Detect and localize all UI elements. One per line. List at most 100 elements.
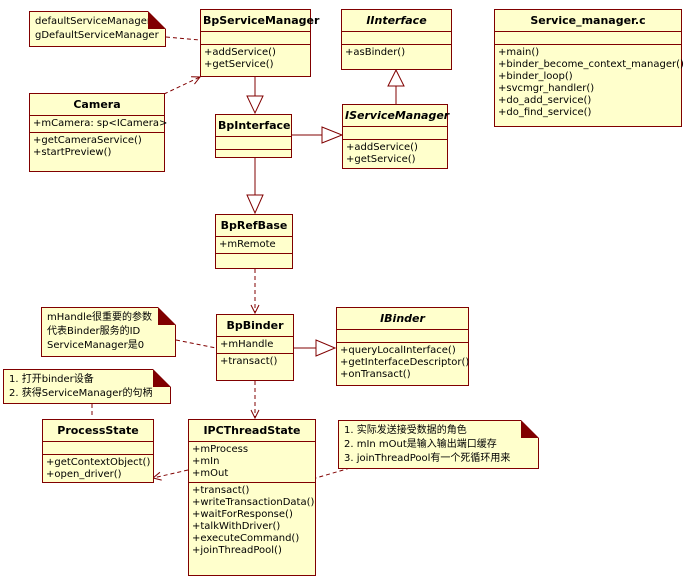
attributes-section bbox=[343, 127, 447, 140]
attribute: +mOut bbox=[192, 468, 229, 479]
class-bpbinder[interactable]: BpBinder +mHandle +transact() bbox=[216, 314, 294, 381]
attributes-section: +mHandle bbox=[217, 337, 293, 354]
note-line: 1. 实际发送接受数据的角色 bbox=[344, 425, 467, 436]
class-name: BpRefBase bbox=[216, 215, 292, 237]
method: +executeCommand() bbox=[192, 533, 300, 544]
class-name: IBinder bbox=[337, 308, 468, 330]
generalization-head-iservicemanager bbox=[321, 126, 344, 144]
note-line: defaultServiceManager bbox=[35, 16, 151, 27]
methods-section: +transact() +writeTransactionData() +wai… bbox=[189, 483, 315, 559]
method: +onTransact() bbox=[340, 369, 411, 380]
attributes-section: +mProcess +mIn +mOut bbox=[189, 442, 315, 483]
method: +asBinder() bbox=[345, 47, 406, 58]
method: +transact() bbox=[192, 485, 250, 496]
attributes-section bbox=[216, 137, 291, 150]
attribute: +mCamera: sp<ICamera> bbox=[33, 118, 168, 129]
methods-section: +queryLocalInterface() +getInterfaceDesc… bbox=[337, 343, 470, 383]
class-name: BpBinder bbox=[217, 315, 293, 337]
generalization-head-iinterface bbox=[387, 68, 405, 87]
attribute: +mIn bbox=[192, 456, 220, 467]
method: +do_add_service() bbox=[498, 95, 592, 106]
ipcthreadstate-to-processstate-link bbox=[153, 469, 189, 478]
class-iinterface[interactable]: IInterface +asBinder() bbox=[341, 9, 452, 70]
methods-section bbox=[216, 150, 291, 162]
method: +getService() bbox=[204, 59, 274, 70]
method: +binder_loop() bbox=[498, 71, 573, 82]
method: +writeTransactionData() bbox=[192, 497, 315, 508]
note-ipc: 1. 实际发送接受数据的角色 2. mIn mOut是输入输出端口缓存 3. j… bbox=[338, 420, 539, 469]
class-name: BpInterface bbox=[216, 115, 291, 137]
class-name: IServiceManager bbox=[343, 105, 449, 127]
method: +svcmgr_handler() bbox=[498, 83, 595, 94]
methods-section: +getCameraService() +startPreview() bbox=[30, 133, 164, 161]
class-iservicemanager[interactable]: IServiceManager +addService() +getServic… bbox=[342, 104, 449, 169]
note-line: 2. 获得ServiceManager的句柄 bbox=[9, 388, 153, 399]
generalization-head-bprefbase bbox=[246, 194, 264, 215]
methods-section: +main() +binder_become_context_manager()… bbox=[495, 45, 684, 121]
method: +joinThreadPool() bbox=[192, 545, 282, 556]
attributes-section bbox=[201, 32, 310, 45]
method: +startPreview() bbox=[33, 147, 112, 158]
class-processstate[interactable]: ProcessState +getContextObject() +open_d… bbox=[42, 419, 154, 483]
method: +waitForResponse() bbox=[192, 509, 293, 520]
method: +getInterfaceDescriptor() bbox=[340, 357, 470, 368]
note-line: 代表Binder服务的ID bbox=[47, 326, 141, 337]
note-link-default-service-manager bbox=[165, 36, 201, 41]
methods-section: +addService() +getService() bbox=[201, 45, 310, 73]
method: +getCameraService() bbox=[33, 135, 142, 146]
class-bpservicemanager[interactable]: BpServiceManager +addService() +getServi… bbox=[200, 9, 319, 77]
methods-section bbox=[216, 254, 292, 266]
method: +main() bbox=[498, 47, 540, 58]
class-ipcthreadstate[interactable]: IPCThreadState +mProcess +mIn +mOut +tra… bbox=[188, 419, 316, 576]
methods-section: +asBinder() bbox=[342, 45, 451, 61]
attributes-section bbox=[342, 32, 451, 45]
methods-section: +transact() bbox=[217, 354, 293, 370]
methods-section: +addService() +getService() bbox=[343, 140, 447, 168]
note-link-ipc bbox=[315, 467, 351, 479]
method: +getService() bbox=[346, 154, 416, 165]
attributes-section bbox=[43, 442, 153, 455]
class-name: BpServiceManager bbox=[201, 10, 319, 32]
class-name: IPCThreadState bbox=[189, 420, 315, 442]
class-name: Camera bbox=[30, 94, 164, 116]
attributes-section bbox=[337, 330, 468, 343]
attribute: +mRemote bbox=[219, 239, 276, 250]
generalization-head-ibinder bbox=[315, 339, 337, 357]
method: +addService() bbox=[204, 47, 276, 58]
note-link-mhandle bbox=[175, 339, 217, 349]
note-line: 3. joinThreadPool有一个死循环用来 bbox=[344, 453, 511, 464]
note-line: mHandle很重要的参数 bbox=[47, 312, 153, 323]
attribute: +mProcess bbox=[192, 444, 249, 455]
method: +binder_become_context_manager() bbox=[498, 59, 684, 70]
note-default-service-manager: defaultServiceManager gDefaultServiceMan… bbox=[29, 11, 166, 47]
methods-section: +getContextObject() +open_driver() bbox=[43, 455, 153, 483]
camera-to-bpservicemanager-link bbox=[163, 77, 200, 95]
method: +getContextObject() bbox=[46, 457, 151, 468]
attribute: +mHandle bbox=[220, 339, 274, 350]
method: +do_find_service() bbox=[498, 107, 592, 118]
note-line: 2. mIn mOut是输入输出端口缓存 bbox=[344, 439, 497, 450]
note-process-state: 1. 打开binder设备 2. 获得ServiceManager的句柄 bbox=[3, 369, 171, 404]
note-mhandle: mHandle很重要的参数 代表Binder服务的ID ServiceManag… bbox=[41, 307, 176, 357]
class-service-manager-c[interactable]: Service_manager.c +main() +binder_become… bbox=[494, 9, 684, 127]
method: +open_driver() bbox=[46, 469, 122, 480]
class-camera[interactable]: Camera +mCamera: sp<ICamera> +getCameraS… bbox=[29, 93, 168, 172]
method: +queryLocalInterface() bbox=[340, 345, 456, 356]
note-line: gDefaultServiceManager bbox=[35, 30, 159, 41]
class-bprefbase[interactable]: BpRefBase +mRemote bbox=[215, 214, 293, 269]
note-line: ServiceManager是0 bbox=[47, 340, 145, 351]
attributes-section: +mCamera: sp<ICamera> bbox=[30, 116, 168, 133]
method: +talkWithDriver() bbox=[192, 521, 281, 532]
class-ibinder[interactable]: IBinder +queryLocalInterface() +getInter… bbox=[336, 307, 469, 386]
method: +transact() bbox=[220, 356, 278, 367]
method: +addService() bbox=[346, 142, 418, 153]
class-bpinterface[interactable]: BpInterface bbox=[215, 114, 292, 158]
class-name: IInterface bbox=[342, 10, 451, 32]
note-line: 1. 打开binder设备 bbox=[9, 374, 94, 385]
class-name: Service_manager.c bbox=[495, 10, 681, 32]
class-name: ProcessState bbox=[43, 420, 153, 442]
generalization-head-bpinterface bbox=[246, 95, 264, 115]
attributes-section bbox=[495, 32, 681, 45]
attributes-section: +mRemote bbox=[216, 237, 292, 254]
